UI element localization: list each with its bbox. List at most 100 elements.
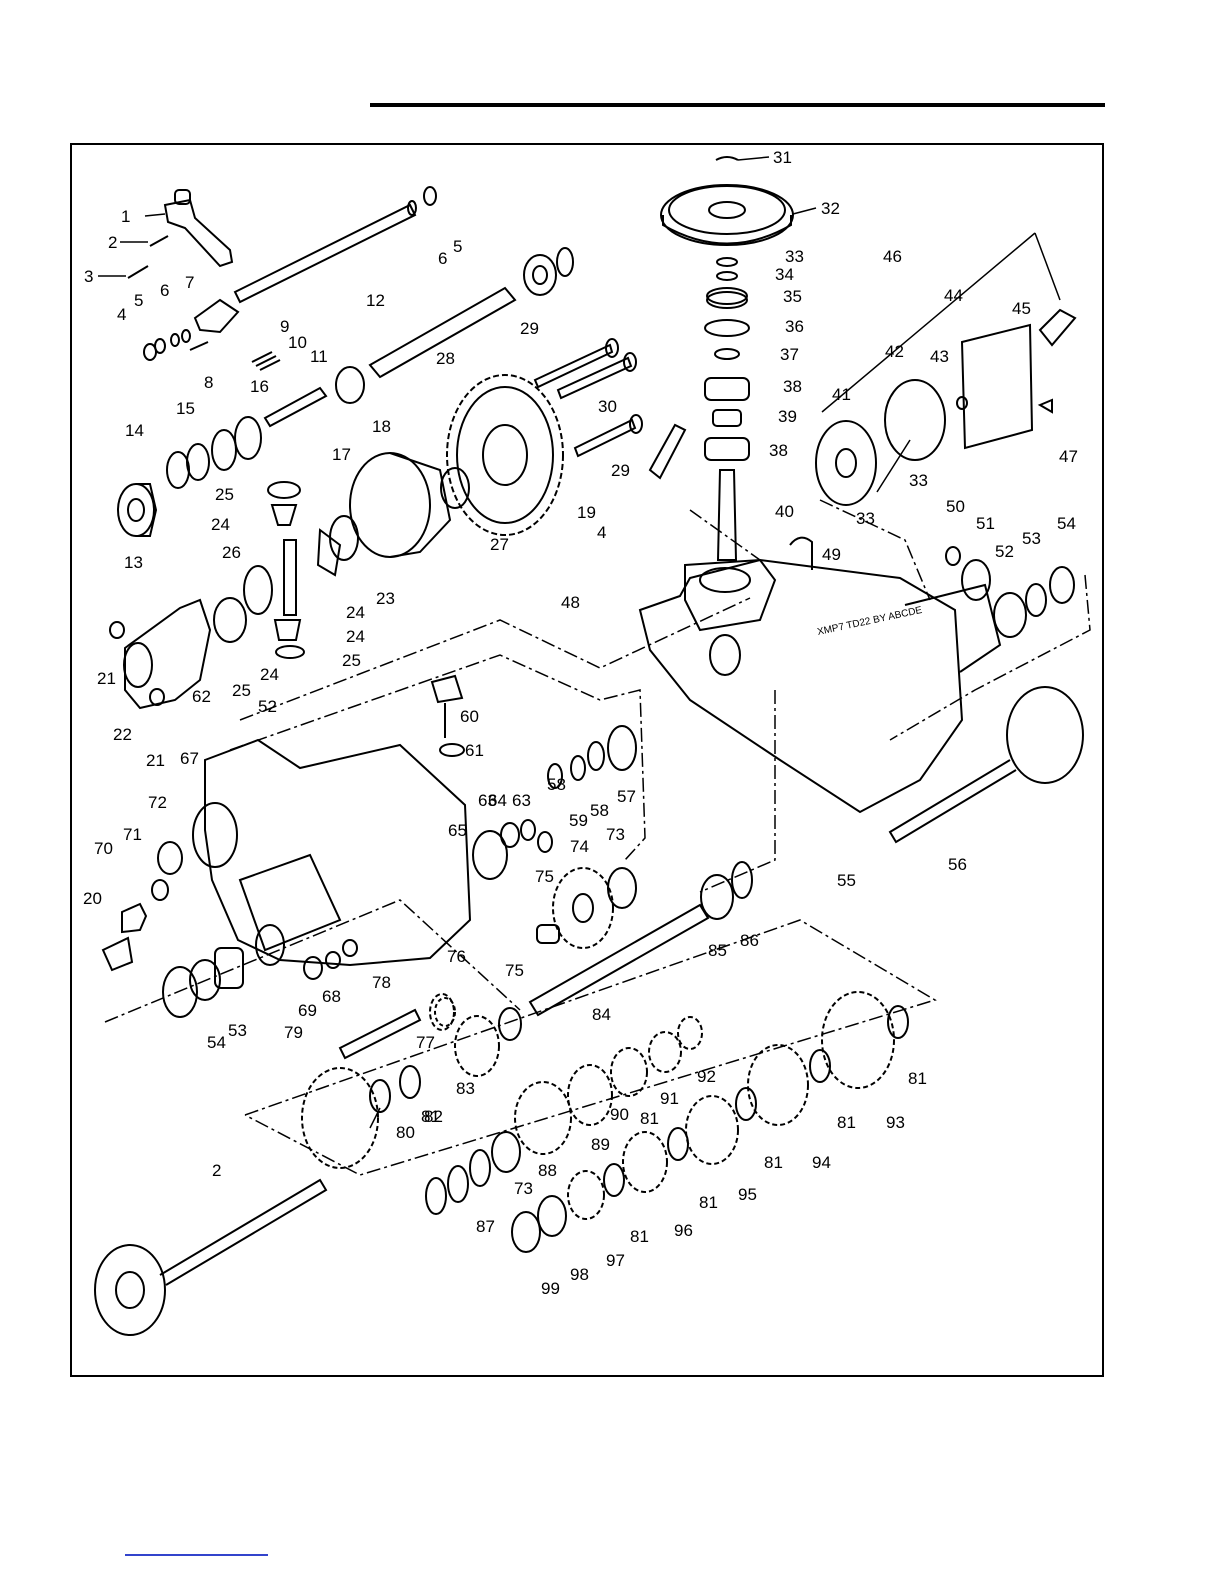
callout-label: 50 xyxy=(946,497,965,516)
callout-label: 76 xyxy=(447,947,466,966)
callout-label: 71 xyxy=(123,825,142,844)
callout-label: 90 xyxy=(610,1105,629,1124)
header-rule xyxy=(370,103,1105,107)
breather-tube-part xyxy=(789,536,813,570)
callout-label: 33 xyxy=(785,247,804,266)
callout-label: 4 xyxy=(597,523,606,542)
callout-label: 4 xyxy=(117,305,126,324)
pins-and-springs-part xyxy=(127,235,281,371)
callout-label: 21 xyxy=(146,751,165,770)
lower-gears-part xyxy=(301,991,895,1220)
footer-link-underline[interactable] xyxy=(125,1554,268,1556)
callout-label: 53 xyxy=(1022,529,1041,548)
callout-label: 26 xyxy=(222,543,241,562)
callout-label: 19 xyxy=(577,503,596,522)
parts-artwork xyxy=(94,156,1091,1336)
callout-label: 62 xyxy=(192,687,211,706)
bearing-cap-part xyxy=(117,483,158,537)
callout-label: 44 xyxy=(944,286,963,305)
callout-label: 77 xyxy=(416,1033,435,1052)
bevel-gear-part xyxy=(213,481,359,659)
shim-part xyxy=(166,451,190,489)
callout-labels: 1 2 3 4 5 6 7 8 9 10 11 12 6 5 13 14 15 … xyxy=(83,148,1078,1298)
callout-label: 11 xyxy=(310,347,328,366)
washers-part xyxy=(369,1005,909,1253)
pinion-shaft-part xyxy=(338,1008,422,1060)
callout-label: 7 xyxy=(185,273,194,292)
callout-label: 73 xyxy=(606,825,625,844)
callout-label: 79 xyxy=(284,1023,303,1042)
case-half-part xyxy=(192,738,472,967)
callout-label: 36 xyxy=(785,317,804,336)
callout-label: 63 xyxy=(512,791,531,810)
callout-label: 84 xyxy=(592,1005,611,1024)
shift-lever-part xyxy=(263,386,328,428)
callout-label: 46 xyxy=(883,247,902,266)
callout-label: 70 xyxy=(94,839,113,858)
axle-left-part xyxy=(94,1178,328,1336)
callout-label: 14 xyxy=(125,421,144,440)
leader-lines xyxy=(98,156,1061,1129)
callout-label: 96 xyxy=(674,1221,693,1240)
bearing-stack-part xyxy=(704,257,750,561)
callout-label: 65 xyxy=(448,821,467,840)
callout-label: 5 xyxy=(134,291,143,310)
callout-label: 18 xyxy=(372,417,391,436)
callout-label: 81 xyxy=(764,1153,783,1172)
callout-label: 25 xyxy=(232,681,251,700)
callout-label: 47 xyxy=(1059,447,1078,466)
callout-label: 68 xyxy=(322,987,341,1006)
snap-ring-part xyxy=(335,366,365,404)
diagram-frame xyxy=(70,143,1104,1377)
callout-label: 81 xyxy=(837,1113,856,1132)
callout-label: 15 xyxy=(176,399,195,418)
callout-label: 5 xyxy=(453,237,462,256)
callout-label: 99 xyxy=(541,1279,560,1298)
counter-shaft-part xyxy=(528,903,710,1017)
callout-label: 89 xyxy=(591,1135,610,1154)
callout-label: 63 xyxy=(478,791,497,810)
callout-label: 61 xyxy=(465,741,484,760)
callout-label: 43 xyxy=(930,347,949,366)
callout-label: 45 xyxy=(1012,299,1031,318)
callout-label: 81 xyxy=(421,1107,440,1126)
callout-label: 34 xyxy=(775,265,794,284)
callout-label: 2 xyxy=(212,1161,221,1180)
callout-label: 24 xyxy=(260,665,279,684)
ring-gear-part xyxy=(446,374,564,536)
callout-label: 40 xyxy=(775,502,794,521)
callout-label: 48 xyxy=(561,593,580,612)
callout-label: 52 xyxy=(258,697,277,716)
callout-label: 24 xyxy=(211,515,230,534)
callout-label: 82 xyxy=(424,1107,443,1126)
callout-label: 41 xyxy=(832,385,851,404)
callout-label: 52 xyxy=(995,542,1014,561)
callout-label: 86 xyxy=(740,931,759,950)
axle-housing-part xyxy=(109,598,212,710)
callout-label: 72 xyxy=(148,793,167,812)
callout-label: 95 xyxy=(738,1185,757,1204)
bearing-part xyxy=(607,725,637,771)
callout-label: 49 xyxy=(822,545,841,564)
callout-label: 38 xyxy=(769,441,788,460)
differential-case-part xyxy=(349,452,470,558)
callout-label: 39 xyxy=(778,407,797,426)
callout-label: 33 xyxy=(909,471,928,490)
callout-label: 32 xyxy=(821,199,840,218)
callout-label: 22 xyxy=(113,725,132,744)
callout-label: 29 xyxy=(611,461,630,480)
callout-label: 42 xyxy=(885,342,904,361)
callout-label: 91 xyxy=(660,1089,679,1108)
callout-label: 67 xyxy=(180,749,199,768)
callout-label: 6 xyxy=(160,281,169,300)
callout-label: 6 xyxy=(438,249,447,268)
callout-label: 88 xyxy=(538,1161,557,1180)
callout-label: 59 xyxy=(569,811,588,830)
callout-label: 78 xyxy=(372,973,391,992)
callout-label: 28 xyxy=(436,349,455,368)
dipstick-part xyxy=(430,674,465,757)
callout-label: 8 xyxy=(204,373,213,392)
callout-label: 51 xyxy=(976,514,995,533)
callout-label: 93 xyxy=(886,1113,905,1132)
callout-label: 54 xyxy=(207,1033,226,1052)
